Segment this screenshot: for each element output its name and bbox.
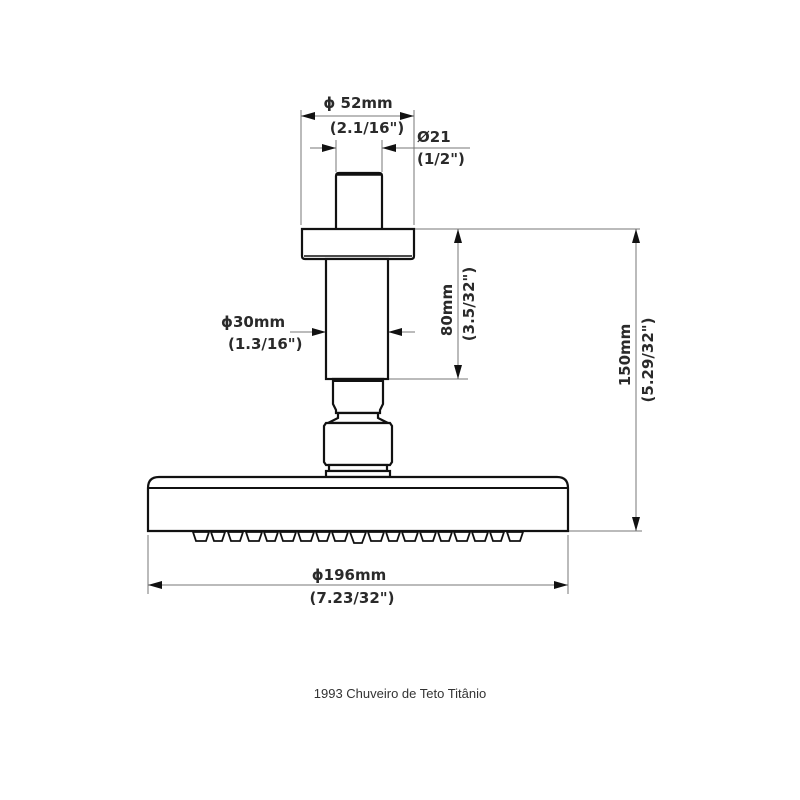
connector-nut xyxy=(331,377,385,415)
head-diameter-imperial: (7.23/32") xyxy=(310,589,395,607)
tube-length-imperial: (3.5/32") xyxy=(460,267,478,341)
total-height-imperial: (5.29/32") xyxy=(639,318,657,403)
dimension-flange-52 xyxy=(301,112,414,120)
tube-length-metric: 80mm xyxy=(438,284,456,336)
ceiling-flange xyxy=(300,227,416,261)
total-height-metric: 150mm xyxy=(616,324,634,387)
dimension-tube-30 xyxy=(290,328,415,336)
flange-diameter-imperial: (2.1/16") xyxy=(330,119,404,137)
flange-diameter-metric: ϕ 52mm xyxy=(323,94,392,112)
tube-diameter-metric: ϕ30mm xyxy=(221,313,285,331)
dimension-total-150 xyxy=(632,229,640,531)
dimension-labels: ϕ 52mm (2.1/16") Ø21 (1/2") ϕ30mm (1.3/1… xyxy=(221,94,657,607)
product-caption: 1993 Chuveiro de Teto Titânio xyxy=(313,686,487,701)
thread-diameter-imperial: (1/2") xyxy=(417,150,465,168)
dimension-tube-80 xyxy=(454,229,462,379)
shower-product xyxy=(146,171,570,544)
shower-head xyxy=(146,475,570,533)
dimension-head-196 xyxy=(148,581,568,589)
head-diameter-metric: ϕ196mm xyxy=(312,566,387,584)
dimension-thread-21 xyxy=(310,144,470,152)
thread-nipple xyxy=(334,171,384,229)
extension-lines xyxy=(147,110,642,594)
thread-diameter-metric: Ø21 xyxy=(417,128,451,146)
swivel-joint xyxy=(322,421,394,467)
nozzles xyxy=(191,531,525,544)
arm-tube xyxy=(324,257,390,381)
tube-diameter-imperial: (1.3/16") xyxy=(228,335,302,353)
